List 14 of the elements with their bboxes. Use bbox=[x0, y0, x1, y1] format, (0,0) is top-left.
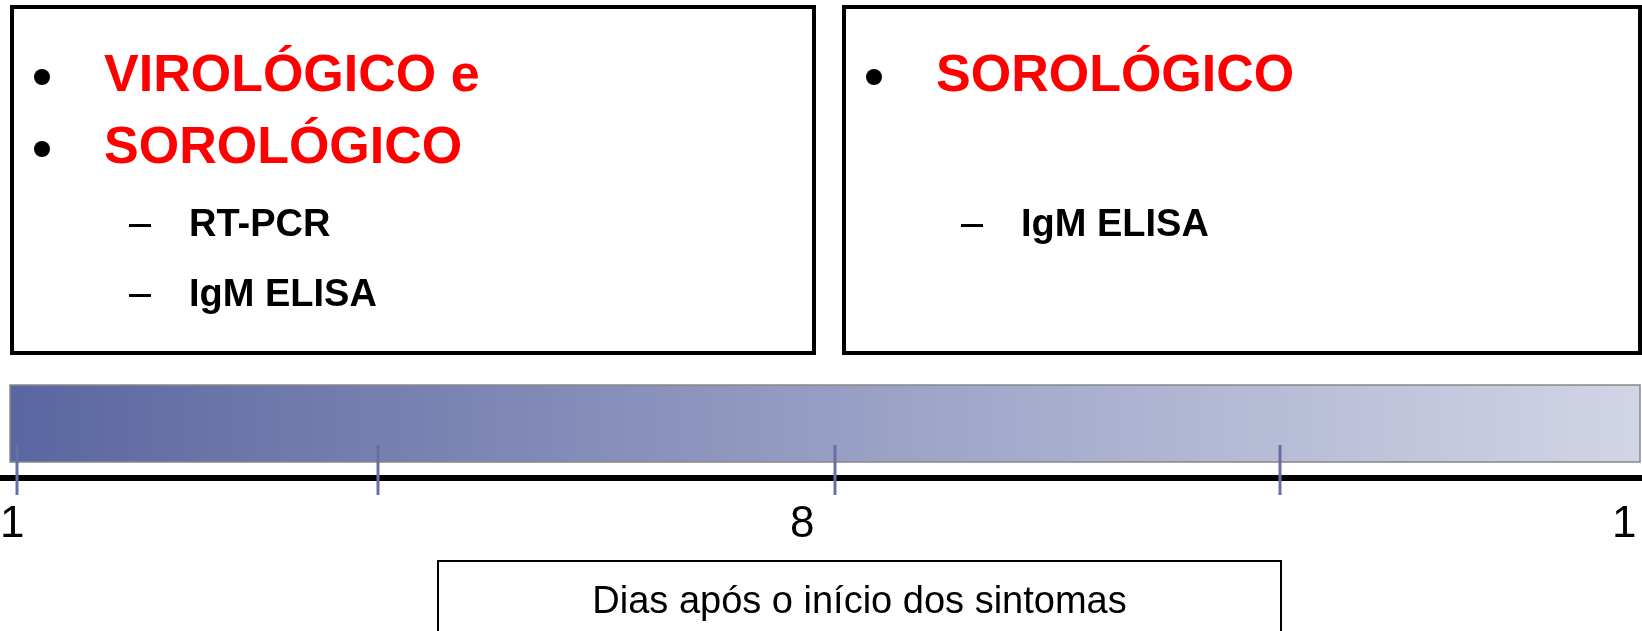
test-box bbox=[842, 5, 1642, 355]
axis-title: Dias após o início dos sintomas bbox=[592, 578, 1127, 622]
tick-label: 8 bbox=[790, 500, 815, 544]
test-name: IgM ELISA bbox=[189, 274, 377, 312]
timeline-gradient-bar bbox=[9, 384, 1641, 463]
test-name: IgM ELISA bbox=[1021, 204, 1209, 242]
tick-label: 1 bbox=[0, 500, 25, 544]
category-heading: SOROLÓGICO bbox=[104, 119, 463, 171]
tick-label: 1 bbox=[1612, 500, 1637, 544]
category-heading: VIROLÓGICO e bbox=[104, 47, 480, 99]
axis-caption-box bbox=[437, 560, 1282, 631]
test-box bbox=[10, 5, 816, 355]
test-name: RT-PCR bbox=[189, 204, 331, 242]
category-heading: SOROLÓGICO bbox=[936, 47, 1295, 99]
